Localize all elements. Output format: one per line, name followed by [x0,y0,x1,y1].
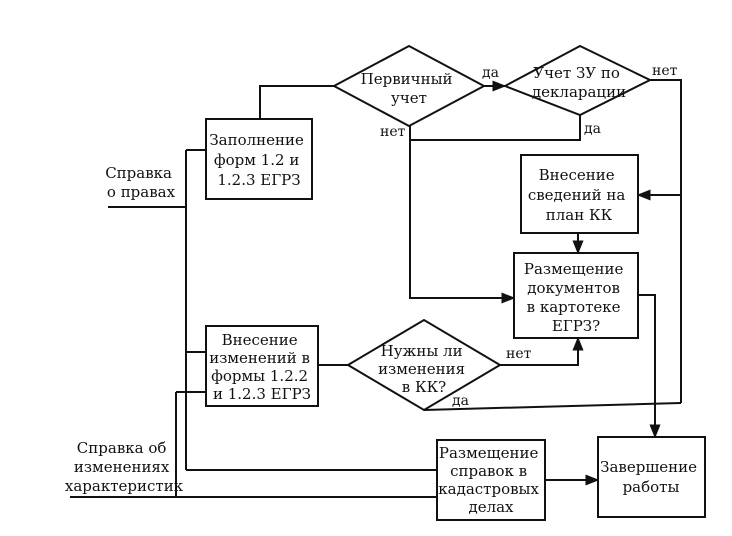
svg-text:Заполнение форм 1.2 и: Заполнение форм 1.2 и 1.2.3 ЕГРЗ [209,131,308,189]
placement-refs-line-1: Размещение [439,444,539,462]
primary-diamond: Первичный учет [331,44,487,128]
connector-need-no [500,336,584,366]
placement-docs-line-2: документов [527,279,620,297]
connectors [70,79,682,498]
finish-box: Завершение работы [597,436,706,518]
connector-need-yes [423,402,682,411]
changes-forms-line-1: Внесение [222,331,298,349]
placement-docs-line-1: Размещение [524,260,624,278]
connector-fill-forms-to-primary [259,85,334,119]
plan-line-2: сведений на [528,186,626,204]
placement-refs-line-3: кадастровых [438,480,539,498]
need-changes-line-2: изменения [378,360,465,378]
finish-line-2: работы [623,478,680,496]
placement-docs-line-3: в картотеке [527,298,621,316]
svg-text:Первичный учет: Первичный учет [361,70,458,107]
fill-forms-line-2: форм 1.2 и [214,151,299,169]
need-changes-line-1: Нужны ли [381,342,463,360]
need-changes-line-3: в КК? [402,378,446,396]
svg-text:Нужны ли изменения: Нужны ли изменения в КК? [378,342,470,396]
connector-primary-no [409,126,516,304]
fill-forms-box: Заполнение форм 1.2 и 1.2.3 ЕГРЗ [205,118,313,200]
need-changes-diamond: Нужны ли изменения в КК? [346,318,502,412]
placement-refs-box: Размещение справок в кадастровых делах [436,439,546,521]
char-changes-label-line-2: изменениях [74,458,170,476]
connector-placement-to-finish [638,294,661,439]
connector-declaration-yes [410,115,581,141]
rights-label-line-2: о правах [107,183,176,201]
changes-forms-line-2: изменений в [209,349,310,367]
edge-label-primary-yes: да [482,65,499,81]
fill-forms-line-1: Заполнение [209,131,304,149]
placement-docs-line-4: ЕГРЗ? [552,317,600,335]
changes-forms-line-3: формы 1.2.2 [211,367,308,385]
svg-text:Размещение справок в: Размещение справок в кадастровых делах [438,444,543,516]
plan-box: Внесение сведений на план КК [520,154,639,234]
placement-docs-box: Размещение документов в картотеке ЕГРЗ? [513,252,639,339]
svg-text:Внесение изменений в: Внесение изменений в формы 1.2.2 и 1.2.3… [209,331,315,403]
primary-line-1: Первичный [361,70,453,88]
edge-label-need-no: нет [506,346,532,362]
declaration-diamond: Учет ЗУ по декларации [502,44,653,117]
char-changes-label-line-1: Справка об [77,439,167,457]
edge-label-declaration-no: нет [652,63,678,79]
char-changes-label-line-3: характеристик [65,477,184,495]
declaration-line-2: декларации [532,83,626,101]
char-changes-label: Справка об изменениях характеристик [65,439,184,495]
edge-label-need-yes: да [452,393,469,409]
plan-line-1: Внесение [539,166,615,184]
svg-text:Завершение работы: Завершение работы [600,458,702,496]
changes-forms-line-4: и 1.2.3 ЕГРЗ [213,385,311,403]
declaration-line-1: Учет ЗУ по [533,64,620,82]
finish-line-1: Завершение [600,458,697,476]
svg-text:Размещение документов: Размещение документов в картотеке ЕГРЗ? [524,260,628,335]
rights-label: Справка о правах [105,164,177,201]
changes-forms-box: Внесение изменений в формы 1.2.2 и 1.2.3… [205,325,319,407]
plan-line-3: план КК [546,206,613,224]
connector-declaration-no [650,79,682,403]
svg-text:Учет ЗУ по декларации: Учет ЗУ по декларации [532,64,626,101]
svg-text:Внесение сведений на: Внесение сведений на план КК [528,166,630,224]
primary-line-2: учет [391,89,427,107]
edge-label-declaration-yes: да [584,121,601,137]
rights-label-line-1: Справка [105,164,172,182]
edge-label-primary-no: нет [380,124,406,140]
fill-forms-line-3: 1.2.3 ЕГРЗ [217,171,300,189]
placement-refs-line-2: справок в [450,462,527,480]
placement-refs-line-4: делах [468,498,514,516]
